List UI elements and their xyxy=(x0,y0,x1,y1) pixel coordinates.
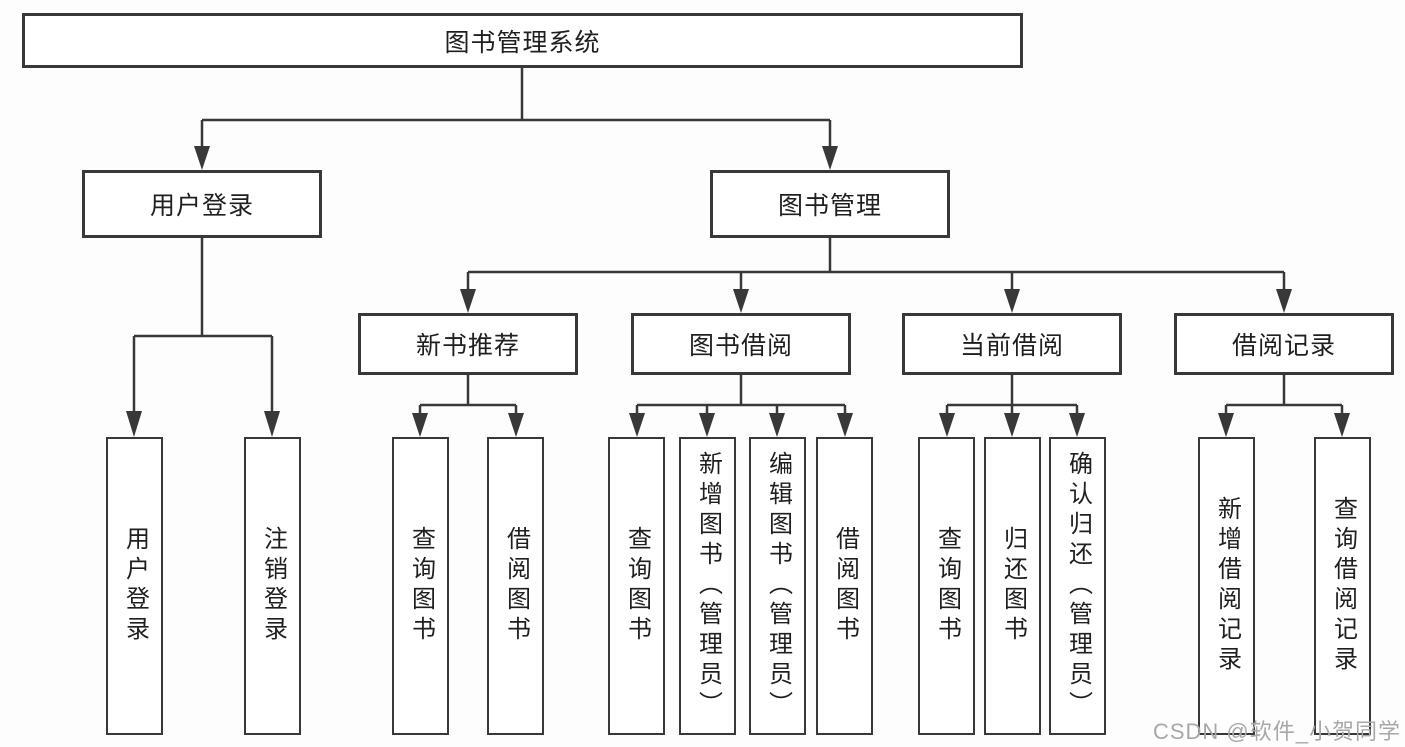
arrow-down-icon xyxy=(460,289,476,313)
connector-records-to-leaves xyxy=(1224,375,1344,414)
arrow-down-icon xyxy=(939,413,955,437)
leaf-label: 查询借阅记录 xyxy=(1329,496,1357,676)
leaf-query-books: 查询图书 xyxy=(392,437,449,735)
arrow-down-icon xyxy=(1069,413,1085,437)
node-book-borrow: 图书借阅 xyxy=(631,313,851,375)
leaf-label: 查询图书 xyxy=(407,526,435,646)
arrow-down-icon xyxy=(822,146,838,170)
leaf-label: 借阅图书 xyxy=(502,526,530,646)
leaf-label: 编辑图书（管理员） xyxy=(764,451,792,721)
arrow-down-icon xyxy=(699,413,715,437)
leaf-label: 查询图书 xyxy=(933,526,961,646)
leaf-label: 新增图书（管理员） xyxy=(694,451,722,721)
connector-currentborrow-to-leaves xyxy=(945,375,1079,414)
arrow-down-icons xyxy=(126,146,1350,437)
leaf-label: 归还图书 xyxy=(999,526,1027,646)
node-label: 当前借阅 xyxy=(959,332,1064,360)
leaf-query-books: 查询图书 xyxy=(608,437,665,735)
connector-root-to-level1 xyxy=(200,68,832,147)
arrow-down-icon xyxy=(126,411,142,437)
arrow-down-icon xyxy=(508,413,524,437)
node-borrow-records: 借阅记录 xyxy=(1174,313,1394,375)
leaf-edit-books-admin: 编辑图书（管理员） xyxy=(749,437,806,735)
leaf-user-login: 用户登录 xyxy=(106,437,163,735)
node-new-book-recommend: 新书推荐 xyxy=(358,313,578,375)
leaf-label: 新增借阅记录 xyxy=(1213,496,1241,676)
node-label: 图书借阅 xyxy=(688,332,793,360)
node-library-system: 图书管理系统 xyxy=(22,13,1023,68)
arrow-down-icon xyxy=(733,289,749,313)
leaf-query-books: 查询图书 xyxy=(918,437,975,735)
connector-bookmgmt-to-level2 xyxy=(466,238,1286,290)
leaf-add-borrow-record: 新增借阅记录 xyxy=(1198,437,1255,735)
arrow-down-icon xyxy=(1218,413,1234,437)
leaf-label: 注销登录 xyxy=(259,526,287,646)
leaf-confirm-return-admin: 确认归还（管理员） xyxy=(1049,437,1106,735)
leaf-label: 确认归还（管理员） xyxy=(1064,451,1092,721)
node-label: 图书管理 xyxy=(777,192,882,220)
arrow-down-icon xyxy=(837,413,853,437)
arrow-down-icon xyxy=(264,411,280,437)
leaf-label: 借阅图书 xyxy=(831,526,859,646)
connector-userlogin-to-leaves xyxy=(132,238,274,412)
arrow-down-icon xyxy=(1004,413,1020,437)
leaf-borrow-books: 借阅图书 xyxy=(487,437,544,735)
arrow-down-icon xyxy=(1334,413,1350,437)
arrow-down-icon xyxy=(1276,289,1292,313)
node-label: 图书管理系统 xyxy=(444,28,601,57)
leaf-borrow-books: 借阅图书 xyxy=(816,437,873,735)
node-label: 借阅记录 xyxy=(1231,332,1336,360)
leaf-logout-login: 注销登录 xyxy=(244,437,301,735)
leaf-return-books: 归还图书 xyxy=(984,437,1041,735)
arrow-down-icon xyxy=(412,413,428,437)
arrow-down-icon xyxy=(629,413,645,437)
node-label: 用户登录 xyxy=(149,192,254,220)
leaf-label: 用户登录 xyxy=(121,526,149,646)
arrow-down-icon xyxy=(194,146,210,170)
leaf-label: 查询图书 xyxy=(623,526,651,646)
node-label: 新书推荐 xyxy=(415,332,520,360)
connector-paths xyxy=(132,68,1344,414)
connector-newbook-to-leaves xyxy=(418,375,518,414)
leaf-query-borrow-record: 查询借阅记录 xyxy=(1314,437,1371,735)
arrow-down-icon xyxy=(1004,289,1020,313)
connector-bookborrow-to-leaves xyxy=(635,375,847,414)
node-user-login: 用户登录 xyxy=(82,170,322,238)
node-current-borrow: 当前借阅 xyxy=(902,313,1122,375)
arrow-down-icon xyxy=(769,413,785,437)
leaf-add-books-admin: 新增图书（管理员） xyxy=(679,437,736,735)
node-book-management: 图书管理 xyxy=(710,170,950,238)
csdn-watermark: CSDN @软件_小贺同学 xyxy=(1152,719,1401,744)
